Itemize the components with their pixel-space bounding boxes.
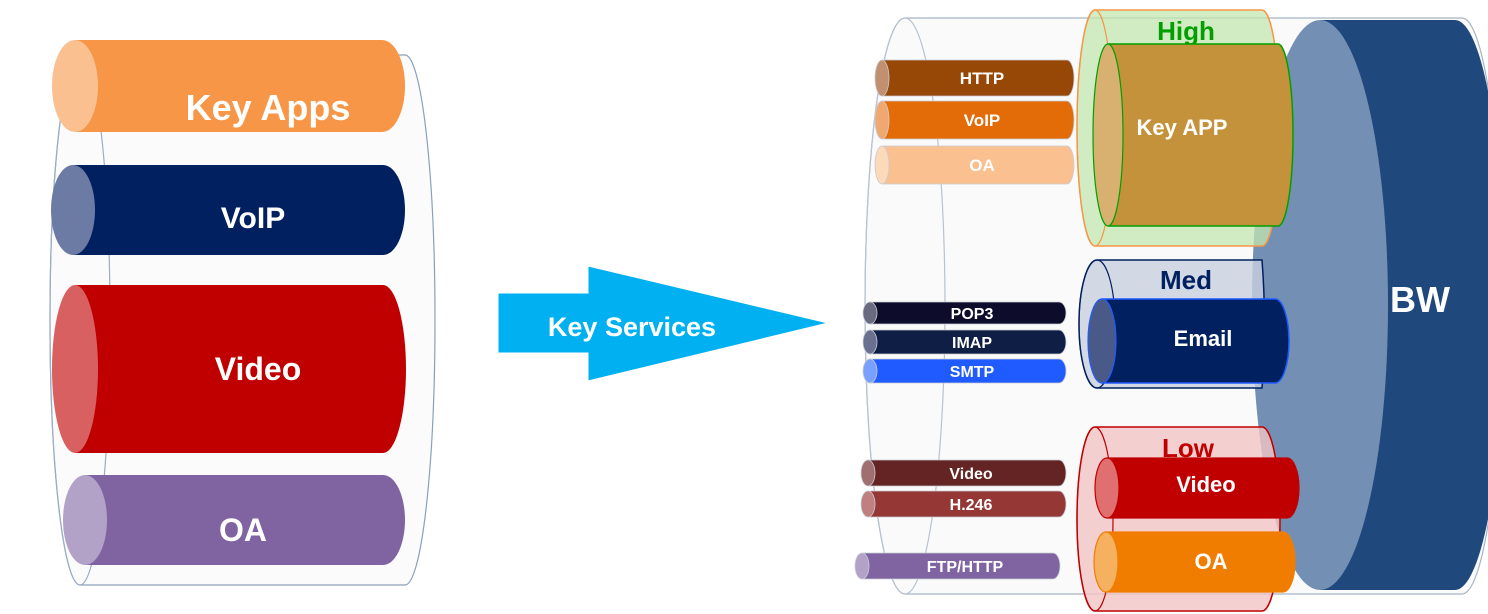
service-pipe-http: HTTP bbox=[874, 59, 1075, 97]
class-label: Key APP bbox=[1137, 115, 1228, 140]
service-pipe-smtp: SMTP bbox=[862, 358, 1067, 384]
service-pipe-cap bbox=[862, 329, 878, 355]
class-video: Video bbox=[1094, 457, 1300, 519]
service-pipe-label: POP3 bbox=[951, 306, 994, 323]
class-label: OA bbox=[1195, 549, 1228, 574]
service-pipe-cap bbox=[860, 490, 876, 518]
service-pipe-body bbox=[867, 490, 1067, 518]
service-pipe-video: Video bbox=[860, 459, 1067, 487]
service-pipe-cap bbox=[862, 301, 878, 325]
pipe-voip: VoIP bbox=[51, 165, 405, 255]
pipe-body bbox=[75, 40, 405, 132]
service-pipe-imap: IMAP bbox=[862, 329, 1067, 355]
service-pipe-h246: H.246 bbox=[860, 490, 1067, 518]
service-pipe-body bbox=[869, 358, 1067, 384]
service-pipe-oa: OA bbox=[874, 145, 1075, 185]
pipe-label: Video bbox=[215, 351, 302, 387]
arrow-label: Key Services bbox=[548, 312, 716, 342]
service-pipe-body bbox=[881, 59, 1075, 97]
pipe-cap bbox=[52, 40, 98, 132]
service-pipe-label: VoIP bbox=[964, 111, 1001, 130]
service-pipe-cap bbox=[874, 59, 890, 97]
priority-high-label: High bbox=[1157, 16, 1215, 46]
service-pipe-pop3: POP3 bbox=[862, 301, 1067, 325]
service-pipe-cap bbox=[874, 100, 890, 140]
service-pipe-label: SMTP bbox=[950, 364, 995, 381]
service-pipe-body bbox=[869, 329, 1067, 355]
priority-med-label: Med bbox=[1160, 265, 1212, 295]
class-oa: OA bbox=[1093, 531, 1296, 593]
pipe-video: Video bbox=[52, 285, 406, 453]
service-pipe-label: FTP/HTTP bbox=[927, 559, 1004, 576]
service-pipe-label: HTTP bbox=[960, 69, 1004, 88]
pipe-oa: OA bbox=[63, 475, 405, 565]
class-email: Email bbox=[1087, 298, 1290, 384]
pipe-key-apps: Key Apps bbox=[52, 40, 405, 132]
service-pipe-label: H.246 bbox=[950, 497, 993, 514]
service-pipe-label: IMAP bbox=[952, 335, 992, 352]
service-pipe-body bbox=[867, 459, 1067, 487]
service-pipe-cap bbox=[854, 552, 870, 580]
service-pipe-ftp-http: FTP/HTTP bbox=[854, 552, 1061, 580]
service-pipe-label: OA bbox=[969, 156, 995, 175]
bandwidth-label: BW bbox=[1390, 279, 1450, 320]
service-pipe-cap bbox=[862, 358, 878, 384]
service-pipe-cap bbox=[860, 459, 876, 487]
service-pipe-body bbox=[881, 145, 1075, 185]
class-label: Email bbox=[1174, 326, 1233, 351]
service-pipe-cap bbox=[874, 145, 890, 185]
key-services-arrow: Key Services bbox=[497, 265, 829, 382]
service-pipe-body bbox=[881, 100, 1075, 140]
pipe-label: OA bbox=[219, 512, 267, 548]
pipe-label: VoIP bbox=[221, 202, 285, 235]
service-pipe-label: Video bbox=[949, 466, 993, 483]
class-key-app: Key APP bbox=[1092, 43, 1294, 227]
service-pipe-body bbox=[861, 552, 1061, 580]
service-pipe-body bbox=[869, 301, 1067, 325]
class-label: Video bbox=[1176, 472, 1236, 497]
pipe-label: Key Apps bbox=[186, 87, 351, 128]
service-pipe-voip: VoIP bbox=[874, 100, 1075, 140]
